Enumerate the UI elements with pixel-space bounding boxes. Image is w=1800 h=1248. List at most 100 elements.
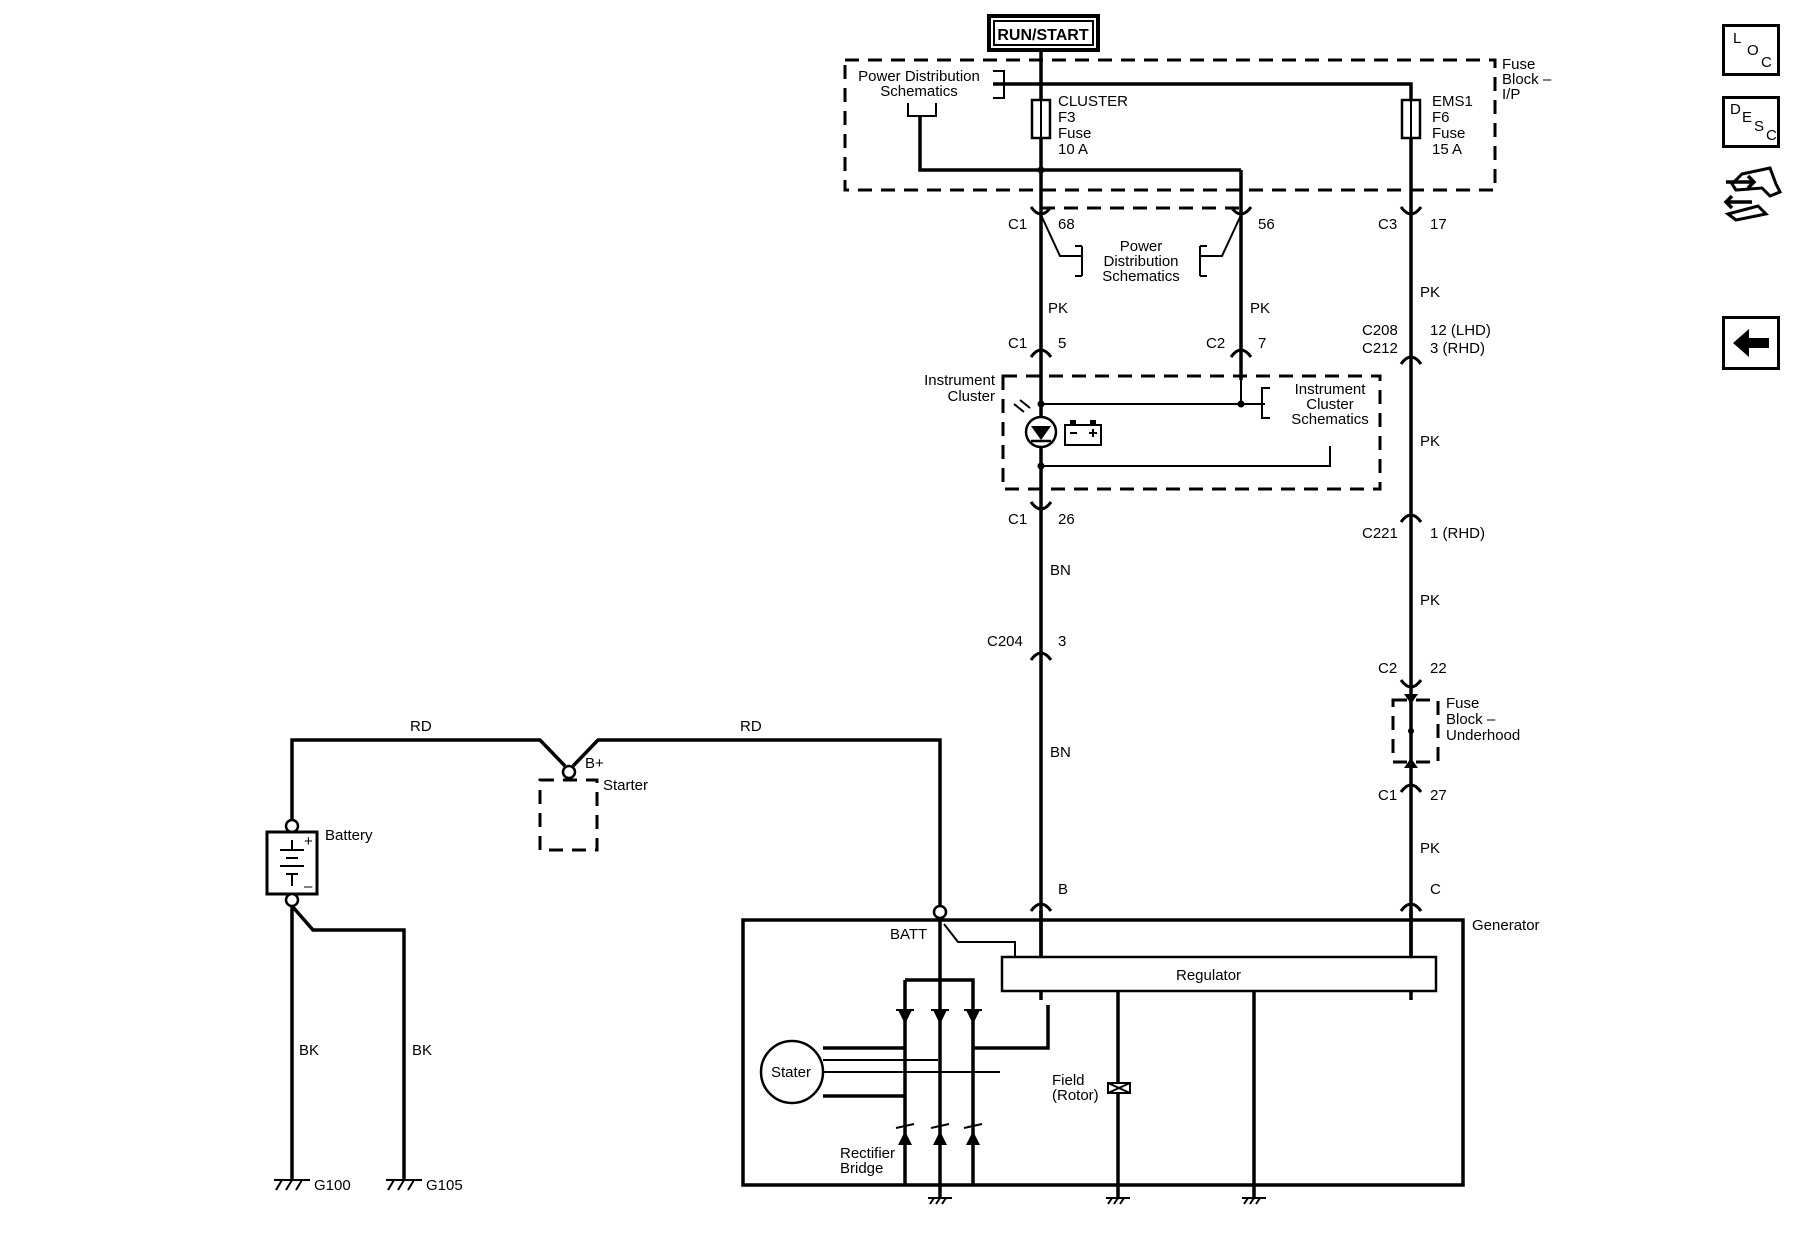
svg-text:BATT: BATT (890, 926, 927, 943)
fuse-block-ip: Fuse Block – I/P Power Distribution Sche… (843, 56, 1552, 192)
svg-text:68: 68 (1058, 216, 1075, 233)
svg-text:Instrument: Instrument (924, 372, 996, 389)
svg-text:15 A: 15 A (1432, 141, 1462, 158)
svg-text:C3: C3 (1378, 216, 1397, 233)
battery-telltale-icon (1064, 420, 1102, 446)
svg-text:Block –: Block – (1446, 711, 1496, 728)
svg-text:F6: F6 (1432, 109, 1450, 126)
svg-text:PK: PK (1420, 840, 1440, 857)
svg-text:+: + (304, 833, 313, 850)
svg-text:B: B (1058, 881, 1068, 898)
svg-text:PK: PK (1048, 300, 1068, 317)
fuse-f3: CLUSTER F3 Fuse 10 A (1030, 84, 1128, 158)
svg-text:Schematics: Schematics (1291, 411, 1369, 428)
pds-middle-label: Power Distribution Schematics (1102, 238, 1180, 285)
svg-text:PK: PK (1420, 592, 1440, 609)
svg-text:Power Distribution: Power Distribution (858, 68, 980, 85)
svg-text:12 (LHD): 12 (LHD) (1430, 322, 1491, 339)
svg-text:1 (RHD): 1 (RHD) (1430, 525, 1485, 542)
fuse-block-underhood: Fuse Block – Underhood (1391, 694, 1520, 768)
svg-text:G105: G105 (426, 1177, 463, 1194)
instrument-cluster: Instrument Cluster Instrument Cluster Sc… (924, 372, 1382, 491)
desc-icon-d: D (1730, 101, 1741, 118)
svg-text:Fuse: Fuse (1446, 695, 1479, 712)
run-start-box: RUN/START (987, 14, 1100, 52)
svg-text:PK: PK (1420, 433, 1440, 450)
svg-text:BK: BK (412, 1042, 432, 1059)
svg-text:10 A: 10 A (1058, 141, 1088, 158)
svg-text:C204: C204 (987, 633, 1023, 650)
svg-text:Block –: Block – (1502, 71, 1552, 88)
svg-text:Cluster: Cluster (947, 388, 995, 405)
svg-text:C221: C221 (1362, 525, 1398, 542)
loc-icon-o: O (1747, 42, 1759, 59)
svg-text:Distribution: Distribution (1103, 253, 1178, 270)
svg-text:3 (RHD): 3 (RHD) (1430, 340, 1485, 357)
svg-text:CLUSTER: CLUSTER (1058, 93, 1128, 110)
svg-text:5: 5 (1058, 335, 1066, 352)
svg-text:BN: BN (1050, 562, 1071, 579)
svg-text:I/P: I/P (1502, 86, 1520, 103)
svg-text:RD: RD (410, 718, 432, 735)
svg-text:C1: C1 (1008, 511, 1027, 528)
svg-text:PK: PK (1250, 300, 1270, 317)
charge-indicator-lamp-icon (1013, 399, 1058, 449)
svg-text:Regulator: Regulator (1176, 967, 1241, 984)
svg-text:Fuse: Fuse (1058, 125, 1091, 142)
svg-text:C1: C1 (1378, 787, 1397, 804)
svg-text:Generator: Generator (1472, 917, 1540, 934)
svg-text:56: 56 (1258, 216, 1275, 233)
svg-text:C208: C208 (1362, 322, 1398, 339)
back-button[interactable] (1722, 316, 1780, 370)
ground-g105: G105 (386, 1177, 463, 1194)
svg-text:C2: C2 (1378, 660, 1397, 677)
svg-text:22: 22 (1430, 660, 1447, 677)
svg-text:C1: C1 (1008, 335, 1027, 352)
svg-text:Schematics: Schematics (1102, 268, 1180, 285)
svg-text:26: 26 (1058, 511, 1075, 528)
fuse-f6: EMS1 F6 Fuse 15 A (1400, 93, 1473, 158)
wire-color-labels: PK PK PK PK PK PK BN BN RD RD BK BK (299, 284, 1440, 1059)
svg-text:17: 17 (1430, 216, 1447, 233)
battery: + – Battery (265, 818, 373, 908)
svg-text:–: – (304, 878, 313, 895)
connector-labels: C1 68 56 C3 17 C1 5 C2 7 C208 12 (LHD) C… (987, 216, 1491, 898)
svg-text:BK: BK (299, 1042, 319, 1059)
generator: Generator Regulator BATT Stater Rectifie… (741, 904, 1540, 1205)
svg-text:C2: C2 (1206, 335, 1225, 352)
starter: B+ Starter (538, 755, 648, 852)
svg-text:C: C (1430, 881, 1441, 898)
svg-text:F3: F3 (1058, 109, 1076, 126)
svg-text:PK: PK (1420, 284, 1440, 301)
svg-text:3: 3 (1058, 633, 1066, 650)
svg-text:Instrument: Instrument (1295, 381, 1367, 398)
ground-g100: G100 (274, 1177, 351, 1194)
desc-icon-e: E (1742, 109, 1753, 126)
svg-text:Battery: Battery (325, 827, 373, 844)
svg-text:RD: RD (740, 718, 762, 735)
svg-text:Field: Field (1052, 1072, 1085, 1089)
svg-text:7: 7 (1258, 335, 1266, 352)
connector-view-icon[interactable] (1722, 162, 1784, 226)
desc-icon-s: S (1754, 118, 1765, 135)
svg-text:Starter: Starter (603, 777, 648, 794)
svg-text:RUN/START: RUN/START (997, 27, 1088, 44)
svg-text:Cluster: Cluster (1306, 396, 1354, 413)
svg-text:G100: G100 (314, 1177, 351, 1194)
desc-button[interactable]: D E S C (1722, 96, 1780, 148)
svg-text:BN: BN (1050, 744, 1071, 761)
svg-text:Rectifier: Rectifier (840, 1145, 895, 1162)
loc-icon-c: C (1761, 54, 1772, 71)
svg-text:Underhood: Underhood (1446, 727, 1520, 744)
svg-text:Power: Power (1120, 238, 1163, 255)
svg-text:Fuse: Fuse (1432, 125, 1465, 142)
desc-icon-c: C (1766, 127, 1777, 144)
loc-button[interactable]: L O C (1722, 24, 1780, 76)
svg-text:C1: C1 (1008, 216, 1027, 233)
svg-text:(Rotor): (Rotor) (1052, 1087, 1099, 1104)
svg-text:C212: C212 (1362, 340, 1398, 357)
svg-text:Schematics: Schematics (880, 83, 958, 100)
svg-text:B+: B+ (585, 755, 604, 772)
svg-text:27: 27 (1430, 787, 1447, 804)
